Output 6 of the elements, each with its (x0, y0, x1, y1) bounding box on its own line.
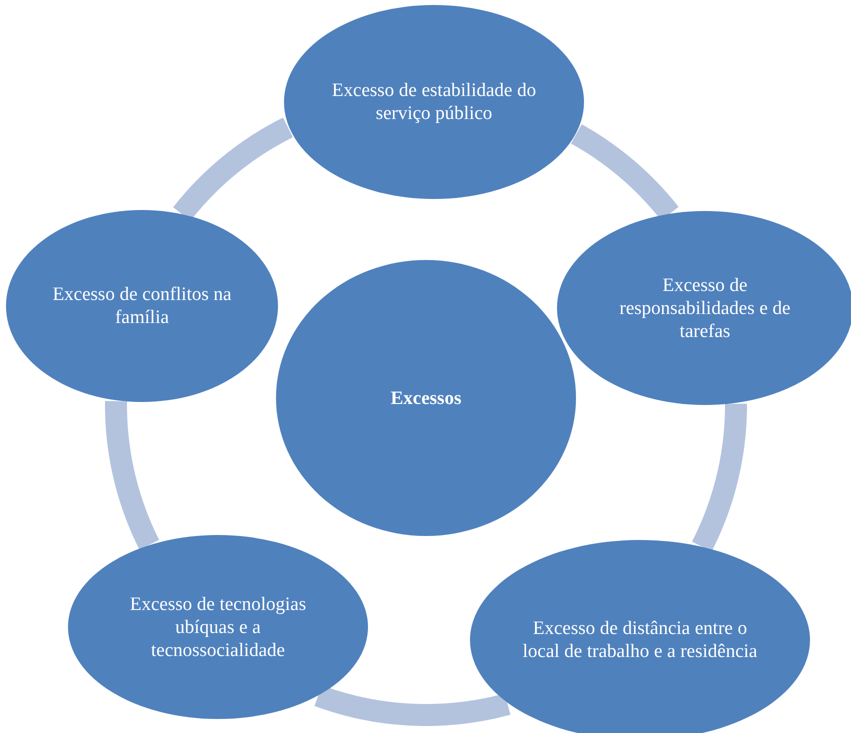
center-label: Excessos (390, 386, 462, 410)
node-label: Excesso de conflitos na família (52, 283, 232, 329)
node-label: Excesso de tecnologias ubíquas e a tecnossocialidade (128, 592, 308, 662)
node-label: Excesso de estabilidade do serviço público (330, 79, 538, 125)
node-label: Excesso de distância entre o local de trabalho e a residência (522, 617, 758, 663)
node-label: Excesso de responsabilidades e de tarefas (618, 274, 792, 342)
